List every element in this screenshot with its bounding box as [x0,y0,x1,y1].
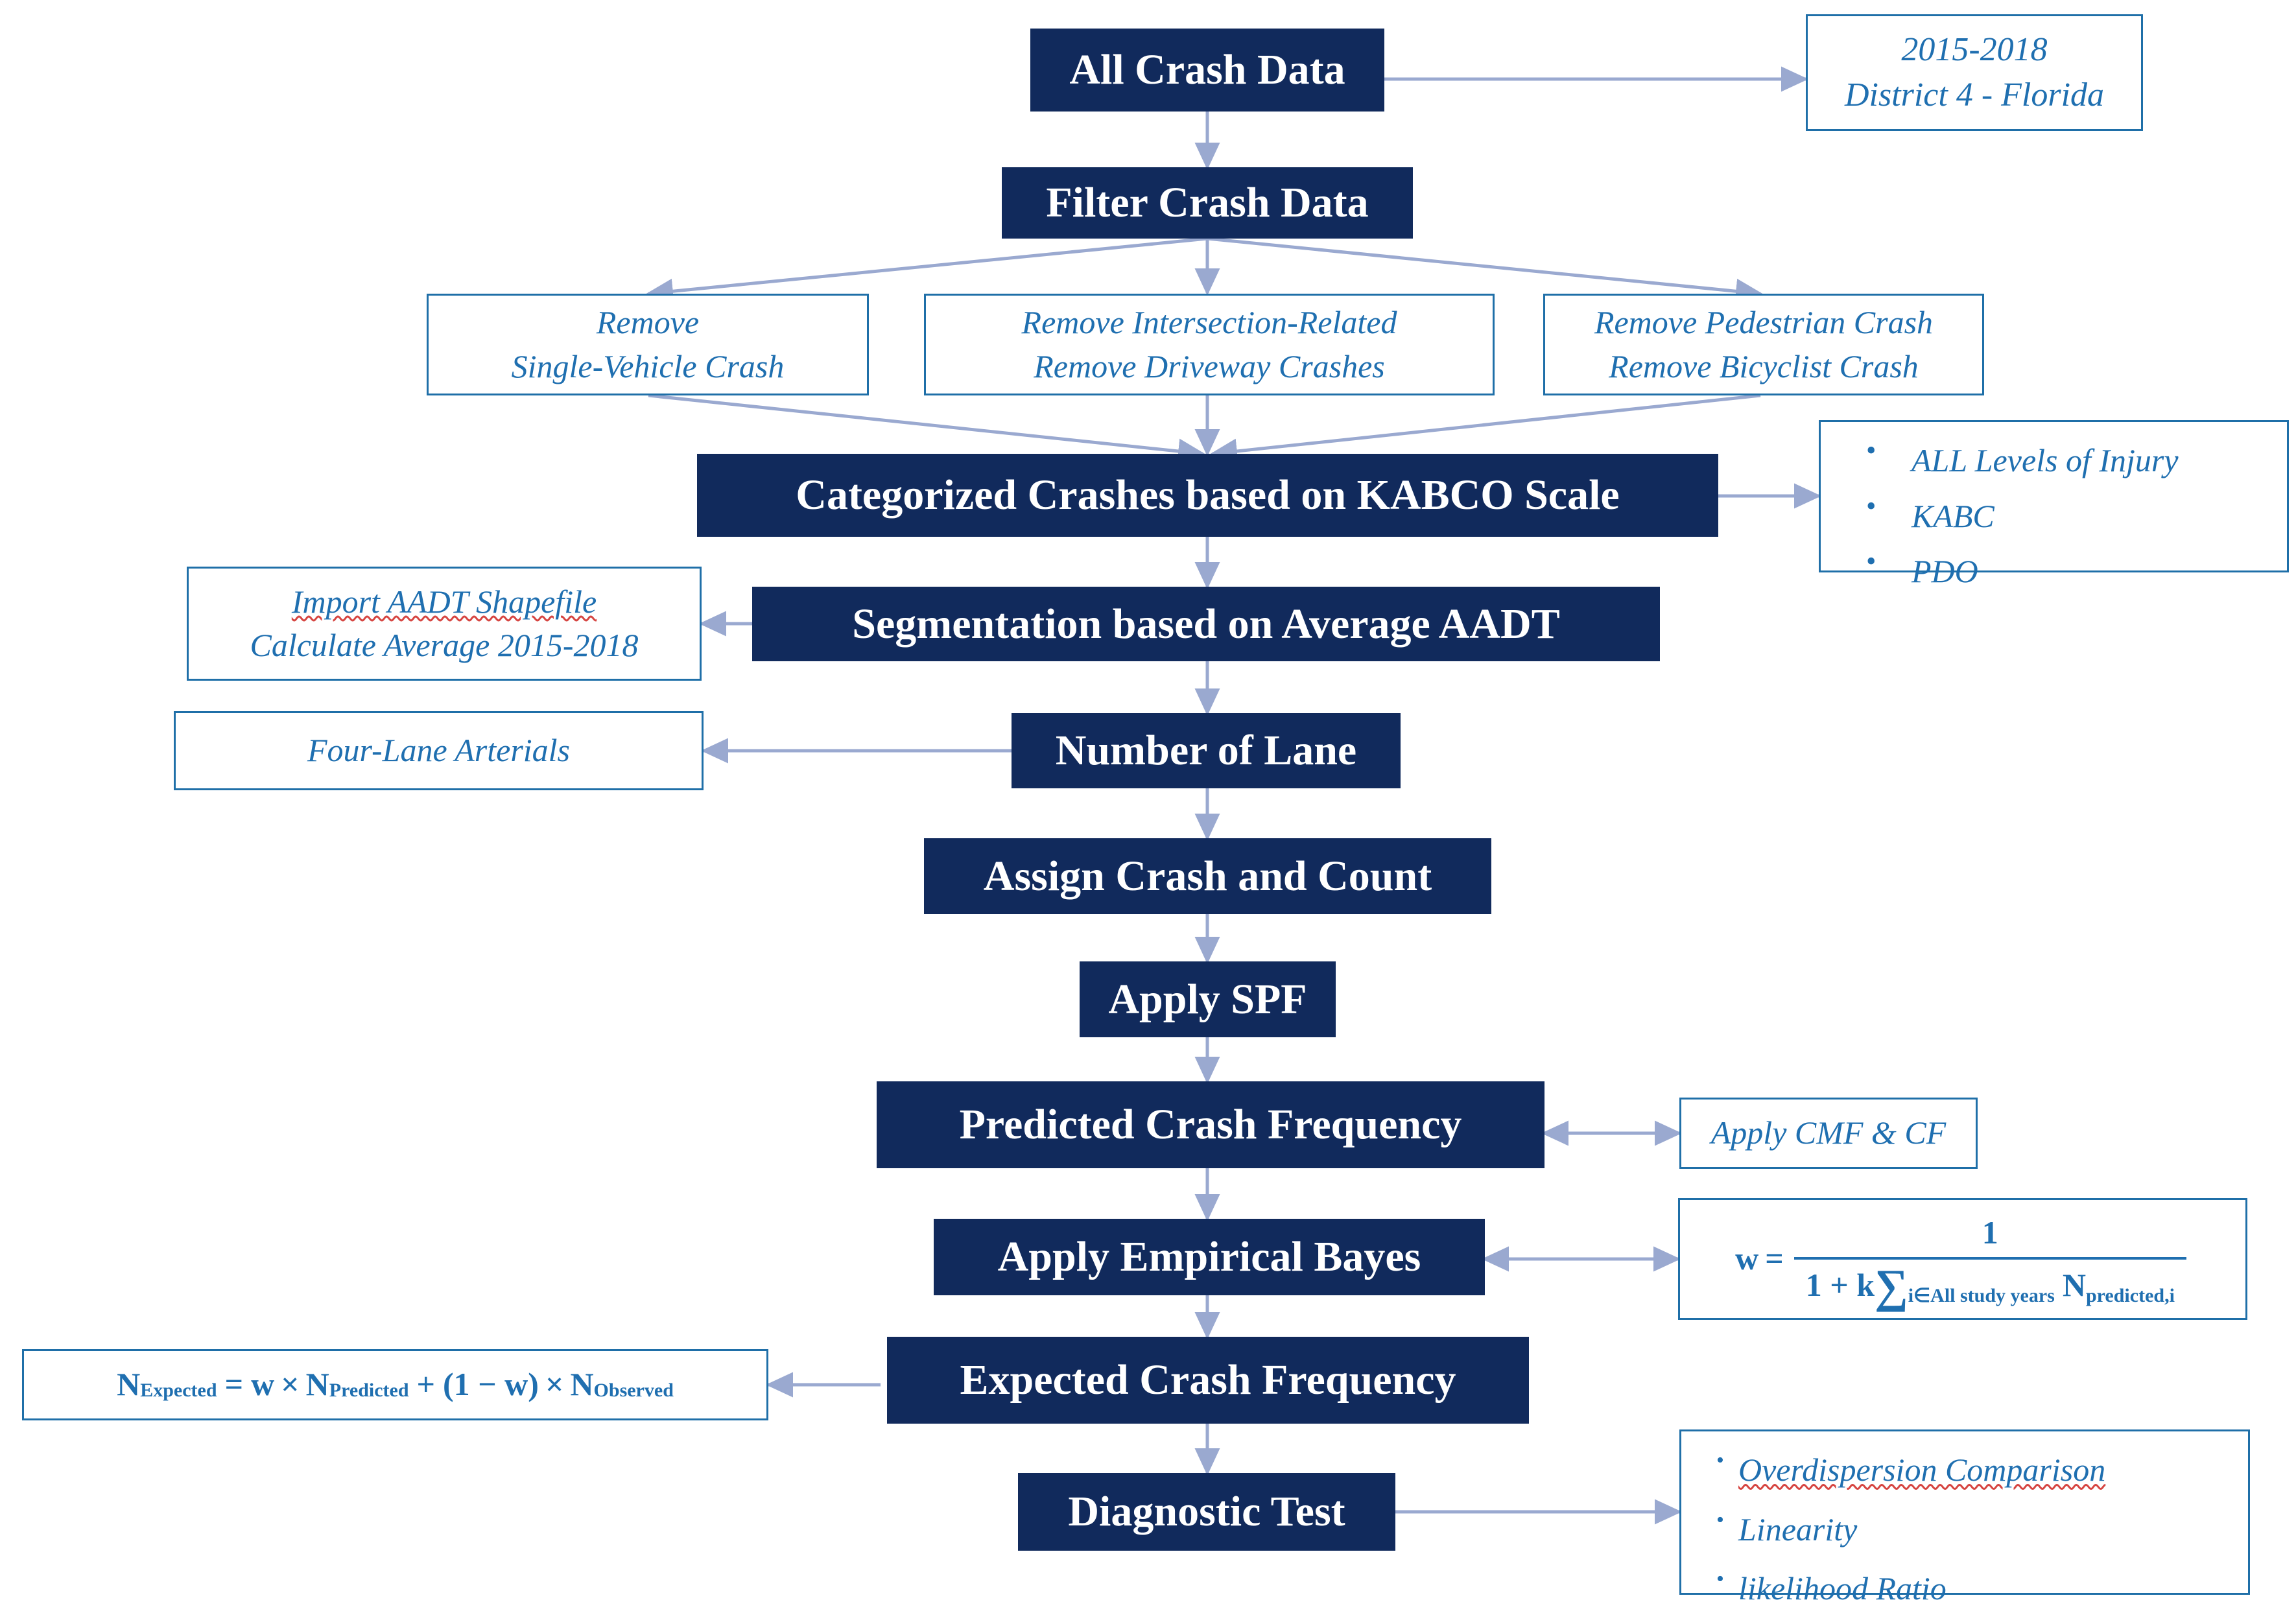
expected-formula-equals: = [224,1366,244,1403]
node-aadt-shapefile-note[interactable]: Import AADT Shapefile Calculate Average … [187,567,702,681]
node-weight-formula[interactable]: w = 1 1 + k∑i∈All study years Npredicted,… [1678,1198,2247,1320]
connector-remove3-to-categorized [1210,394,1761,464]
node-diagnostic-test[interactable]: Diagnostic Test [1018,1473,1395,1551]
node-all-crash-data[interactable]: All Crash Data [1030,29,1384,112]
expected-formula-one-minus-w: (1 − w) [443,1366,539,1403]
node-diagnostic-test-label: Diagnostic Test [1068,1488,1345,1536]
weight-formula-lhs: w [1735,1240,1759,1277]
study-scope-years: 2015-2018 [1901,30,2048,68]
expected-formula-times-1: × [281,1366,300,1403]
diagnostic-item: likelihood Ratio [1716,1567,2242,1611]
weight-formula-term: N [2062,1267,2086,1303]
node-expected-crash-frequency[interactable]: Expected Crash Frequency [887,1337,1529,1424]
diagnostic-item: Linearity [1716,1508,2242,1552]
apply-cmf-cf-label: Apply CMF & CF [1710,1114,1947,1151]
expected-formula-plus: + [416,1366,436,1403]
node-apply-cmf-cf[interactable]: Apply CMF & CF [1679,1098,1978,1169]
weight-formula-sum-subscript: i∈All study years [1908,1285,2055,1306]
filter1-line2: Single-Vehicle Crash [511,347,785,384]
node-assign-crash-and-count[interactable]: Assign Crash and Count [924,838,1491,914]
expected-formula-n-observed: N [570,1366,594,1403]
kabco-item: PDO [1856,547,2280,594]
aadt-note-line1: Import AADT Shapefile [291,583,597,620]
node-filter-remove-intersection[interactable]: Remove Intersection-Related Remove Drive… [924,294,1495,395]
node-expected-crash-frequency-label: Expected Crash Frequency [960,1356,1456,1404]
node-apply-spf-label: Apply SPF [1108,975,1307,1023]
node-four-lane-arterials[interactable]: Four-Lane Arterials [174,711,704,790]
node-apply-spf[interactable]: Apply SPF [1080,961,1336,1037]
weight-formula-denominator: 1 + k∑i∈All study years Npredicted,i [1793,1257,2186,1309]
node-categorized-crashes-label: Categorized Crashes based on KABCO Scale [796,471,1620,519]
node-study-scope[interactable]: 2015-2018 District 4 - Florida [1806,14,2143,131]
node-apply-empirical-bayes[interactable]: Apply Empirical Bayes [934,1219,1485,1295]
connector-remove1-to-categorized [648,394,1205,464]
expected-formula-n-predicted-sub: Predicted [329,1379,409,1401]
expected-formula-w: w [251,1366,275,1403]
node-filter-crash-data[interactable]: Filter Crash Data [1002,167,1413,239]
filter1-line1: Remove [596,304,700,340]
weight-formula-numerator: 1 [1982,1214,1998,1251]
node-assign-crash-and-count-label: Assign Crash and Count [983,852,1432,900]
expected-formula-lhs-sub: Expected [140,1379,217,1401]
node-all-crash-data-label: All Crash Data [1069,46,1345,94]
node-filter-crash-data-label: Filter Crash Data [1046,179,1369,227]
connector-filter-to-remove1 [646,237,1208,304]
filter2-line2: Remove Driveway Crashes [1034,347,1385,384]
weight-formula-term-subscript: predicted,i [2085,1285,2175,1306]
aadt-note-line2: Calculate Average 2015-2018 [250,627,639,663]
diagnostic-item-label: Overdispersion Comparison [1738,1452,2106,1488]
filter2-line1: Remove Intersection-Related [1021,304,1397,340]
node-apply-empirical-bayes-label: Apply Empirical Bayes [997,1233,1421,1281]
weight-formula-equals: = [1765,1240,1784,1277]
kabco-item: KABC [1856,492,2280,539]
summation-symbol: ∑ [1875,1259,1908,1312]
kabco-item: ALL Levels of Injury [1856,436,2280,483]
expected-formula-n-predicted: N [305,1366,329,1403]
node-filter-remove-pedestrian[interactable]: Remove Pedestrian Crash Remove Bicyclist… [1543,294,1984,395]
filter3-line1: Remove Pedestrian Crash [1594,304,1934,340]
filter3-line2: Remove Bicyclist Crash [1609,347,1919,384]
weight-formula-den-prefix: 1 + k [1805,1267,1875,1303]
study-scope-district: District 4 - Florida [1844,76,2105,113]
connector-filter-to-remove3 [1207,237,1763,304]
kabco-levels-list: ALL Levels of Injury KABC PDO [1856,436,2280,594]
node-number-of-lane[interactable]: Number of Lane [1012,713,1401,788]
node-filter-remove-single-vehicle[interactable]: Remove Single-Vehicle Crash [427,294,869,395]
node-number-of-lane-label: Number of Lane [1055,727,1357,775]
expected-formula-lhs: N [117,1366,141,1403]
diagnostic-item: Overdispersion Comparison [1716,1448,2242,1492]
weight-formula-fraction: 1 1 + k∑i∈All study years Npredicted,i [1793,1211,2186,1309]
expected-formula-n-observed-sub: Observed [593,1379,674,1401]
node-diagnostic-items[interactable]: Overdispersion Comparison Linearity like… [1679,1429,2250,1606]
node-segmentation-aadt[interactable]: Segmentation based on Average AADT [752,587,1660,661]
four-lane-arterials-label: Four-Lane Arterials [307,732,571,769]
node-kabco-levels[interactable]: ALL Levels of Injury KABC PDO [1819,420,2289,589]
expected-formula-times-2: × [545,1366,564,1403]
node-predicted-crash-frequency-label: Predicted Crash Frequency [959,1101,1462,1149]
node-segmentation-aadt-label: Segmentation based on Average AADT [852,600,1560,648]
diagnostic-items-list: Overdispersion Comparison Linearity like… [1716,1448,2242,1611]
node-categorized-crashes[interactable]: Categorized Crashes based on KABCO Scale [697,454,1718,537]
node-predicted-crash-frequency[interactable]: Predicted Crash Frequency [877,1081,1544,1168]
